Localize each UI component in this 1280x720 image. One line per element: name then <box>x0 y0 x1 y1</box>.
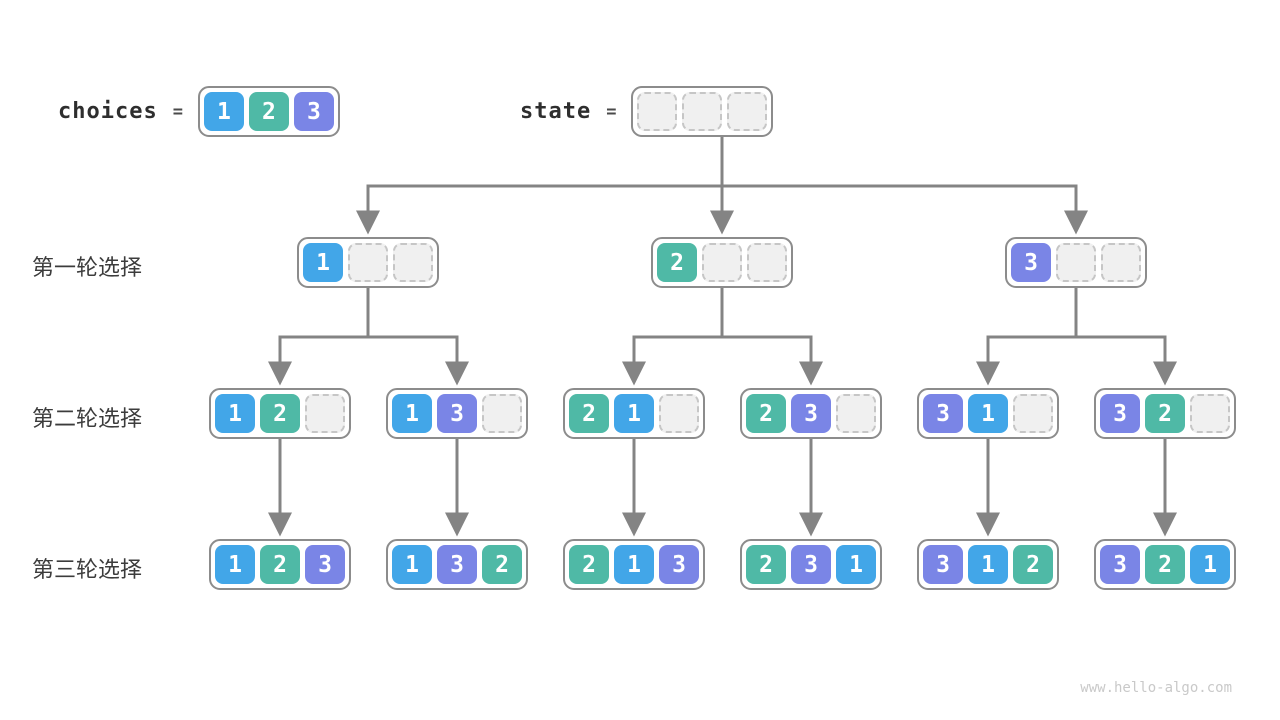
empty-slot <box>702 243 742 282</box>
value-slot: 3 <box>437 545 477 584</box>
value-slot: 1 <box>614 545 654 584</box>
value-slot: 2 <box>569 394 609 433</box>
value-slot: 1 <box>392 394 432 433</box>
value-slot: 3 <box>305 545 345 584</box>
value-slot: 1 <box>392 545 432 584</box>
value-slot: 2 <box>569 545 609 584</box>
value-slot: 3 <box>437 394 477 433</box>
value-slot: 2 <box>260 394 300 433</box>
value-slot: 1 <box>203 92 244 131</box>
empty-slot <box>637 92 678 131</box>
value-slot: 2 <box>746 394 786 433</box>
empty-slot <box>305 394 345 433</box>
empty-slot <box>1190 394 1230 433</box>
value-slot: 1 <box>303 243 343 282</box>
value-slot: 2 <box>482 545 522 584</box>
empty-slot <box>659 394 699 433</box>
choices-label: choices <box>58 99 158 124</box>
empty-slot <box>348 243 388 282</box>
value-slot: 2 <box>1013 545 1053 584</box>
state-group: state = <box>520 86 774 137</box>
empty-slot <box>1056 243 1096 282</box>
value-slot: 1 <box>215 545 255 584</box>
value-slot: 3 <box>923 394 963 433</box>
watermark: www.hello-algo.com <box>1080 680 1232 696</box>
value-slot: 3 <box>1100 394 1140 433</box>
value-slot: 3 <box>1100 545 1140 584</box>
value-slot: 1 <box>1190 545 1230 584</box>
round-2-label: 第二轮选择 <box>32 406 143 431</box>
value-slot: 3 <box>293 92 334 131</box>
equals-sign: = <box>606 101 617 122</box>
value-slot: 3 <box>923 545 963 584</box>
tree-node-round1-3: 3 <box>1005 237 1147 288</box>
value-slot: 2 <box>1145 394 1185 433</box>
empty-slot <box>1013 394 1053 433</box>
value-slot: 2 <box>657 243 697 282</box>
empty-slot <box>482 394 522 433</box>
state-label: state <box>520 99 592 124</box>
value-slot: 3 <box>1011 243 1051 282</box>
round-1-label: 第一轮选择 <box>32 255 143 280</box>
empty-slot <box>682 92 723 131</box>
empty-slot <box>836 394 876 433</box>
tree-node-round1-1: 1 <box>297 237 439 288</box>
empty-slot <box>747 243 787 282</box>
value-slot: 3 <box>659 545 699 584</box>
value-slot: 1 <box>968 545 1008 584</box>
value-slot: 3 <box>791 545 831 584</box>
value-slot: 3 <box>791 394 831 433</box>
state-array <box>631 86 774 137</box>
value-slot: 2 <box>248 92 289 131</box>
value-slot: 1 <box>215 394 255 433</box>
empty-slot <box>1101 243 1141 282</box>
empty-slot <box>393 243 433 282</box>
value-slot: 2 <box>1145 545 1185 584</box>
value-slot: 2 <box>746 545 786 584</box>
equals-sign: = <box>172 101 183 122</box>
empty-slot <box>727 92 768 131</box>
value-slot: 1 <box>836 545 876 584</box>
value-slot: 1 <box>614 394 654 433</box>
round-3-label: 第三轮选择 <box>32 557 143 582</box>
tree-node-round1-2: 2 <box>651 237 793 288</box>
value-slot: 2 <box>260 545 300 584</box>
value-slot: 1 <box>968 394 1008 433</box>
